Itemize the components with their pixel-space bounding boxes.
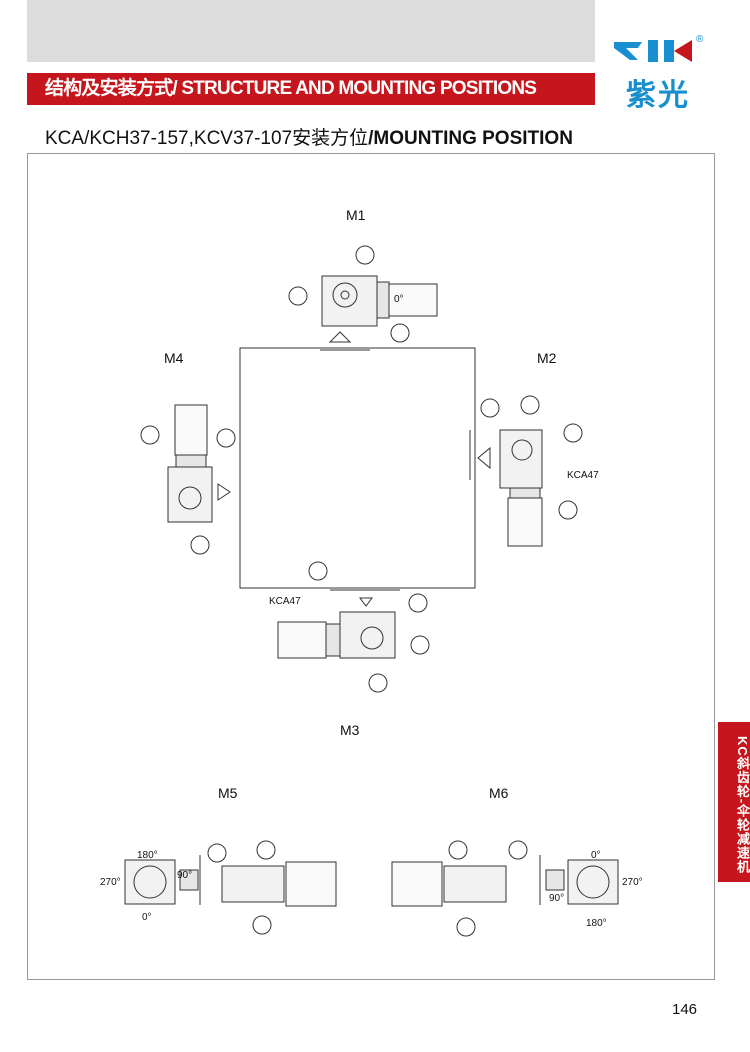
m6-angle-right: 270° [622, 877, 643, 888]
svg-text:®: ® [696, 34, 704, 45]
section-banner: 结构及安装方式/ STRUCTURE AND MOUNTING POSITION… [27, 73, 595, 105]
m6-angle-left: 90° [549, 893, 565, 904]
label-m5: M5 [218, 785, 238, 801]
header-gray-block [27, 0, 595, 62]
gearmotor-m6 [391, 840, 619, 937]
label-m1: M1 [346, 207, 366, 223]
label-m3: M3 [340, 722, 360, 738]
m5-angle-top: 180° [137, 850, 158, 861]
mounting-surface-square [239, 347, 476, 589]
label-m4: M4 [164, 350, 184, 366]
gearmotor-m5 [124, 840, 337, 935]
m6-angle-top: 0° [591, 850, 601, 861]
m5-angle-right: 90° [177, 870, 193, 881]
m5-angle-left: 270° [100, 877, 121, 888]
note-kca47-m3: KCA47 [269, 596, 301, 607]
m5-angle-bottom: 0° [142, 912, 152, 923]
label-m2: M2 [537, 350, 557, 366]
gearmotor-m4 [140, 404, 241, 555]
m6-angle-bottom: 180° [586, 918, 607, 929]
gearmotor-m1 [288, 245, 438, 351]
page-subtitle: KCA/KCH37-157,KCV37-107安装方位/MOUNTING POS… [45, 123, 573, 150]
logo-chinese: 紫光 [626, 79, 690, 112]
subtitle-suffix: /MOUNTING POSITION [368, 128, 573, 149]
note-kca47-m2: KCA47 [567, 470, 599, 481]
subtitle-models: KCA/KCH37-157,KCV37-107安装方位 [45, 128, 369, 149]
label-m6: M6 [489, 785, 509, 801]
side-chapter-tab[interactable]: KC斜齿轮-伞轮减速机 [718, 722, 750, 882]
page-number: 146 [672, 1001, 698, 1018]
gearmotor-m3 [277, 561, 430, 693]
diagram-frame [27, 153, 715, 980]
zik-logo: ® [614, 34, 704, 62]
note-zero-deg: 0° [394, 294, 404, 305]
gearmotor-m2 [469, 395, 583, 547]
